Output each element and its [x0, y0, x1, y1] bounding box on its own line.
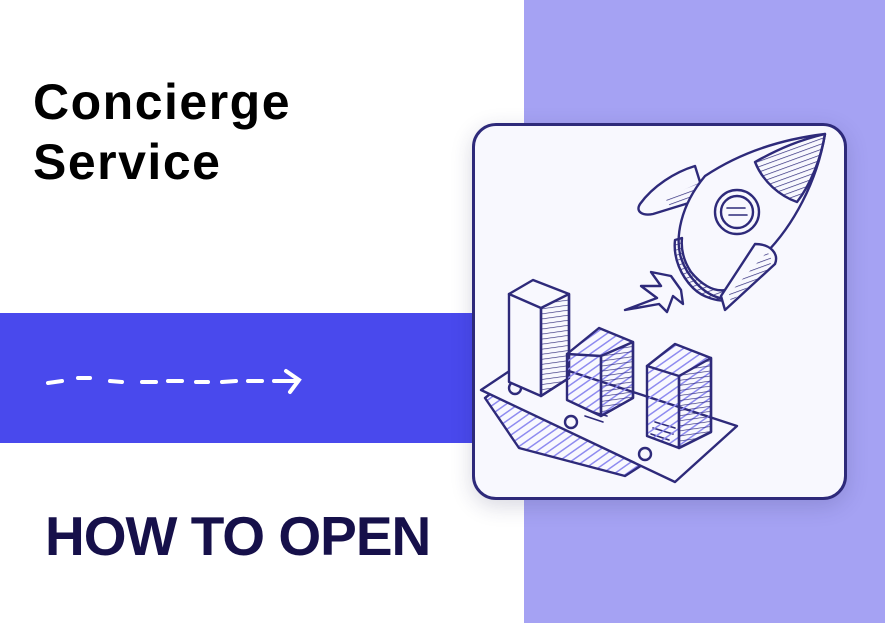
title-line-1: Concierge [33, 74, 292, 130]
bar-chart-icon [479, 278, 739, 484]
subtitle: HOW TO OPEN [45, 505, 431, 567]
page-title: Concierge Service [33, 72, 291, 192]
rocket-chart-illustration [479, 132, 827, 484]
illustration-card [472, 123, 847, 500]
title-line-2: Service [33, 134, 222, 190]
dashed-arrow-icon [46, 369, 302, 394]
rocket-icon [623, 132, 827, 314]
